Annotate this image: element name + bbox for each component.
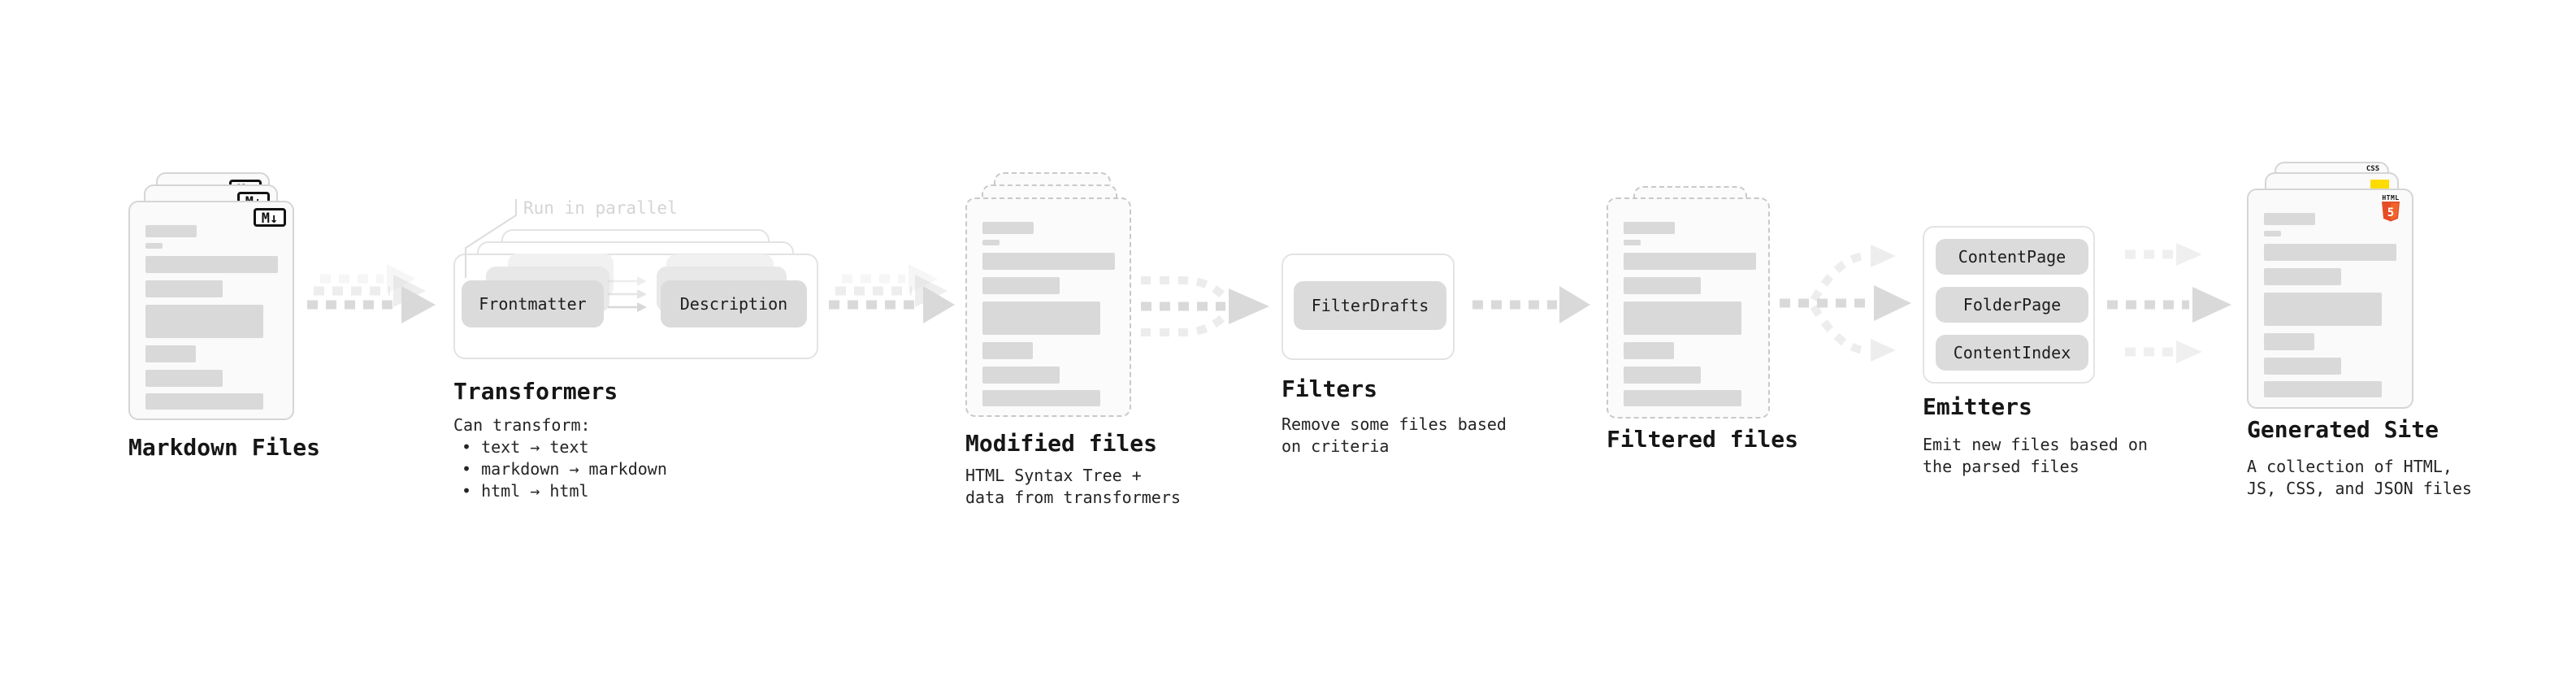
skeleton-line <box>982 367 1060 384</box>
emitters-description: Emit new files based on the parsed files <box>1923 434 2148 478</box>
skeleton-line <box>145 345 196 362</box>
html5-shield: 5 <box>2382 202 2400 222</box>
desc-line: Remove some files based <box>1281 414 1507 434</box>
desc-bullet: • text → text <box>462 437 589 457</box>
skeleton-line <box>2264 231 2281 236</box>
skeleton-line <box>145 305 263 338</box>
desc-line: HTML Syntax Tree + <box>965 466 1142 485</box>
document-card <box>1607 197 1770 419</box>
modified-files-label: Modified files <box>965 430 1158 457</box>
document-card: HTML 5 <box>2247 189 2413 409</box>
desc-line: data from transformers <box>965 488 1181 507</box>
document-card <box>965 197 1131 417</box>
html5-icon: HTML 5 <box>2381 194 2400 222</box>
filterdrafts-pill: FilterDrafts <box>1294 281 1446 330</box>
filters-description: Remove some files based on criteria <box>1281 414 1507 458</box>
skeleton-line <box>982 253 1115 270</box>
skeleton-line <box>1624 342 1674 359</box>
transformers-description: Can transform: • text → text • markdown … <box>453 414 667 502</box>
desc-bullet: • markdown → markdown <box>462 459 667 479</box>
skeleton-line <box>145 280 223 297</box>
js-icon <box>2370 180 2389 189</box>
skeleton-line <box>145 370 223 387</box>
skeleton-line <box>982 301 1100 335</box>
desc-line: the parsed files <box>1923 457 2079 476</box>
diverge-arrow <box>1780 245 1911 362</box>
skeleton-line <box>1624 277 1701 294</box>
skeleton-line <box>1624 240 1641 245</box>
generated-site-label: Generated Site <box>2247 416 2439 443</box>
triple-arrow <box>2107 243 2231 363</box>
desc-line: on criteria <box>1281 436 1390 456</box>
skeleton-line <box>982 342 1033 359</box>
skeleton-line <box>2264 381 2382 397</box>
desc-line: JS, CSS, and JSON files <box>2247 479 2472 498</box>
emitters-box: ContentPage FolderPage ContentIndex <box>1923 226 2095 384</box>
skeleton-line <box>2264 268 2341 285</box>
skeleton-line <box>145 393 263 410</box>
skeleton-line <box>1624 367 1701 384</box>
run-in-parallel-annotation: Run in parallel <box>523 198 678 218</box>
folderpage-pill: FolderPage <box>1936 287 2088 323</box>
markdown-files-stack: M↓ M↓ M↓ <box>128 172 294 420</box>
skeleton-line <box>2264 244 2396 261</box>
flow-arrow <box>1472 286 1590 323</box>
skeleton-line <box>982 277 1060 294</box>
flow-arrow <box>307 264 436 323</box>
filters-box: FilterDrafts <box>1281 254 1455 360</box>
desc-line: Can transform: <box>453 415 591 435</box>
transformers-group: Frontmatter Description Run in parallel <box>453 198 818 359</box>
skeleton-line <box>1624 301 1741 335</box>
html5-icon-word: HTML <box>2382 194 2400 202</box>
contentpage-pill: ContentPage <box>1936 239 2088 275</box>
skeleton-line <box>2264 293 2382 326</box>
skeleton-line <box>145 256 278 273</box>
css-icon-word: CSS <box>2366 165 2380 173</box>
filtered-files-label: Filtered files <box>1607 426 1799 453</box>
flow-arrow <box>829 264 955 323</box>
skeleton-line <box>2264 213 2315 225</box>
filters-label: Filters <box>1281 375 1378 402</box>
skeleton-line <box>2264 333 2314 350</box>
modified-files-description: HTML Syntax Tree + data from transformer… <box>965 465 1181 509</box>
skeleton-line <box>982 240 1000 245</box>
document-card: M↓ <box>128 201 294 420</box>
skeleton-line <box>2264 358 2341 375</box>
skeleton-line <box>145 225 197 237</box>
skeleton-line <box>982 390 1100 406</box>
parallel-arrows-icon <box>608 276 647 312</box>
generated-site-description: A collection of HTML, JS, CSS, and JSON … <box>2247 456 2472 500</box>
skeleton-line <box>1624 222 1675 234</box>
contentindex-pill: ContentIndex <box>1936 335 2088 371</box>
generated-site-stack: CSS HTML 5 <box>2247 162 2413 410</box>
skeleton-line <box>1624 390 1741 406</box>
transformers-label: Transformers <box>453 378 618 405</box>
markdown-files-label: Markdown Files <box>128 434 321 461</box>
description-pill: Description <box>661 280 807 327</box>
frontmatter-pill: Frontmatter <box>462 280 604 327</box>
filtered-files-stack <box>1607 186 1770 420</box>
markdown-icon: M↓ <box>254 208 286 227</box>
converge-arrow <box>1141 276 1269 336</box>
skeleton-line <box>982 222 1034 234</box>
annotation-leader-line <box>465 199 517 278</box>
modified-files-stack <box>965 172 1131 420</box>
emitters-label: Emitters <box>1923 393 2032 420</box>
desc-bullet: • html → html <box>462 481 589 501</box>
desc-line: Emit new files based on <box>1923 435 2148 454</box>
skeleton-line <box>145 243 163 249</box>
desc-line: A collection of HTML, <box>2247 457 2452 476</box>
skeleton-line <box>1624 253 1756 270</box>
svg-text:5: 5 <box>2387 206 2394 219</box>
